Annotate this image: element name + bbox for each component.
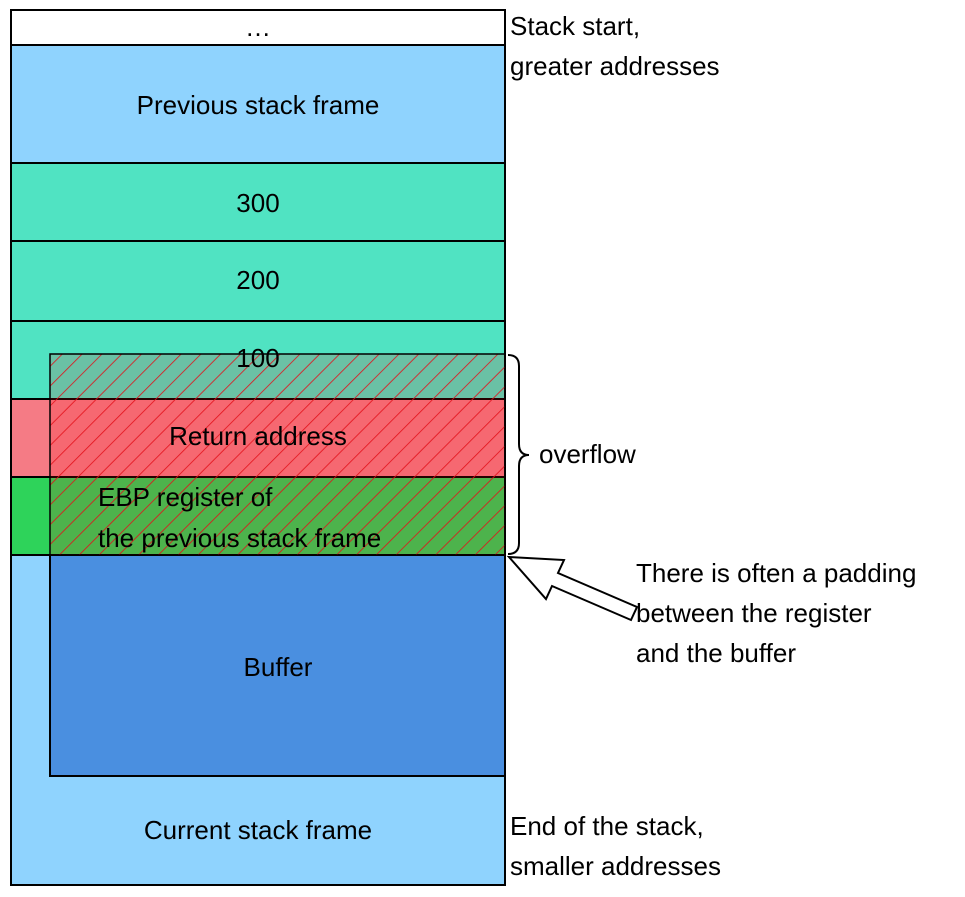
buffer-block (49, 554, 506, 777)
stack-end-annotation: End of the stack, smaller addresses (510, 806, 721, 886)
arg-200-block (10, 240, 506, 322)
overflow-brace (507, 354, 530, 555)
arg-100-label: 100 (236, 343, 279, 373)
stack-top-ellipsis: … (245, 12, 271, 42)
overflow-annotation: overflow (539, 434, 636, 474)
stack-start-line1: Stack start, (510, 11, 641, 41)
buffer-label: Buffer (244, 652, 313, 682)
arg-300-block (10, 162, 506, 242)
arg-200-label: 200 (236, 265, 279, 295)
overflow-region (49, 353, 506, 556)
padding-arrow (506, 555, 639, 622)
current-frame-label: Current stack frame (144, 815, 372, 845)
ebp-label-line1: EBP register of (98, 482, 273, 512)
overflow-label: overflow (539, 439, 636, 469)
stack-end-line2: smaller addresses (510, 851, 721, 881)
padding-line1: There is often a padding (636, 558, 917, 588)
stack-end-line1: End of the stack, (510, 811, 704, 841)
padding-annotation: There is often a padding between the reg… (636, 553, 916, 673)
arg-300-label: 300 (236, 188, 279, 218)
previous-frame-label: Previous stack frame (137, 90, 380, 120)
stack-top-cell (10, 9, 506, 46)
ebp-label-line2: the previous stack frame (98, 523, 381, 553)
padding-line3: and the buffer (636, 638, 796, 668)
previous-frame-block (10, 44, 506, 164)
return-address-label: Return address (169, 421, 347, 451)
stack-start-annotation: Stack start, greater addresses (510, 6, 720, 86)
padding-line2: between the register (636, 598, 872, 628)
stack-start-line2: greater addresses (510, 51, 720, 81)
